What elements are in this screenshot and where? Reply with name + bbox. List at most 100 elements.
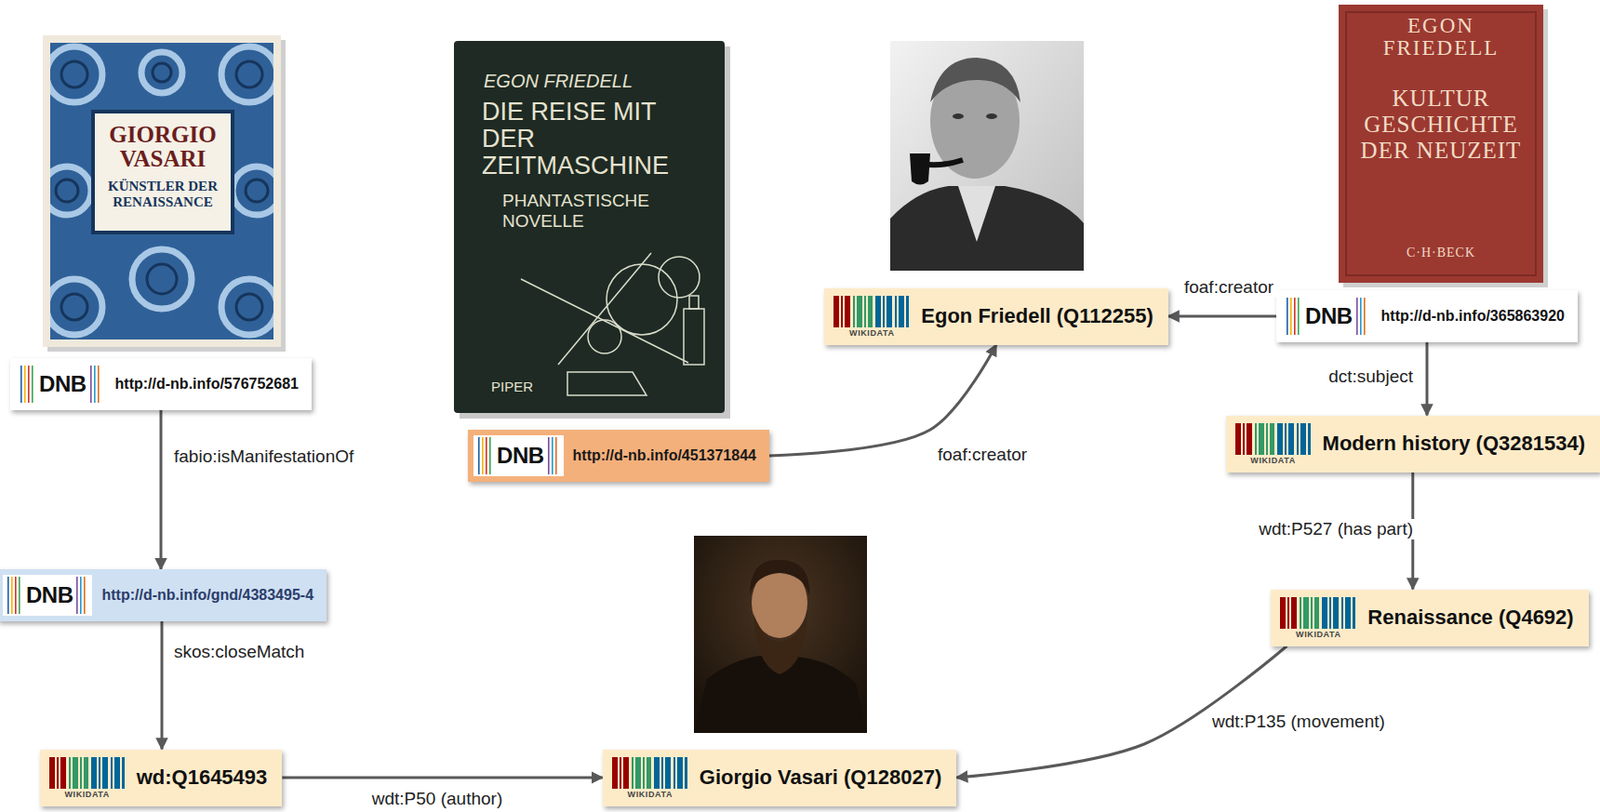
logo-bar bbox=[1341, 597, 1344, 629]
logo-bar bbox=[867, 295, 873, 328]
logo-bar bbox=[1235, 423, 1241, 455]
zeitmaschine-book-cover-part-part bbox=[520, 279, 689, 363]
vasari-book-cover-part-part bbox=[55, 61, 268, 320]
logo-stripe bbox=[485, 437, 488, 475]
logo-bar bbox=[1310, 597, 1313, 629]
logo-stripes bbox=[1285, 297, 1303, 335]
kulturgeschichte-book-cover bbox=[1338, 4, 1548, 288]
logo-stripe bbox=[1360, 297, 1362, 335]
logo-stripe bbox=[478, 437, 480, 475]
logo-stripe bbox=[1356, 297, 1359, 335]
logo-bar bbox=[673, 757, 676, 789]
cover-text: GIORGIO VASARI bbox=[94, 122, 231, 173]
logo-bar bbox=[882, 295, 885, 328]
vasari-book-cover-part-part-part bbox=[61, 293, 88, 320]
zeitmaschine-book-cover-part bbox=[453, 40, 725, 414]
egon-friedell-portrait-part bbox=[952, 113, 964, 120]
logo-bar bbox=[1277, 423, 1283, 455]
dnb-logo: DNB bbox=[473, 435, 564, 477]
logo-bar bbox=[1296, 423, 1299, 455]
vasari-book-cover bbox=[42, 35, 286, 352]
vasari-book-cover-part-part-part bbox=[232, 166, 274, 215]
logo-bar bbox=[1284, 423, 1287, 455]
logo-bar bbox=[1288, 423, 1294, 455]
vasari-book-cover-part-part-part bbox=[236, 293, 263, 320]
logo-bar bbox=[906, 295, 909, 328]
vasari-book-cover-part-part-part bbox=[50, 279, 103, 335]
node-label: Modern history (Q3281534) bbox=[1322, 431, 1586, 456]
logo-barcode bbox=[1235, 423, 1312, 455]
node-label: Egon Friedell (Q112255) bbox=[920, 304, 1153, 329]
logo-stripe bbox=[551, 437, 554, 475]
logo-barcode bbox=[833, 295, 910, 328]
logo-bar bbox=[98, 757, 101, 789]
logo-text: DNB bbox=[1305, 303, 1353, 330]
logo-bar bbox=[60, 757, 67, 789]
giorgio-vasari-portrait-part bbox=[749, 560, 810, 596]
logo-stripes bbox=[19, 365, 37, 403]
logo-bar bbox=[898, 295, 905, 328]
logo-stripe bbox=[489, 437, 492, 475]
logo-bar bbox=[1242, 423, 1245, 455]
logo-bar bbox=[642, 757, 645, 789]
logo-stripes bbox=[75, 576, 89, 614]
edge-label: foaf:creator bbox=[934, 444, 1030, 466]
logo-bar bbox=[1321, 597, 1328, 629]
dnb-logo: DNB bbox=[1281, 295, 1373, 337]
logo-bar bbox=[833, 295, 840, 328]
logo-bar bbox=[677, 757, 683, 789]
node-label: wd:Q1645493 bbox=[136, 765, 268, 790]
logo-bar bbox=[1333, 597, 1339, 629]
logo-bar bbox=[619, 757, 622, 789]
logo-stripe bbox=[1297, 297, 1300, 335]
logo-stripe bbox=[97, 365, 100, 403]
connector-arrow bbox=[281, 776, 602, 780]
zeitmaschine-book-cover-part-part bbox=[606, 264, 678, 335]
node-label: http://d-nb.info/gnd/4383495-4 bbox=[101, 586, 314, 604]
logo-stripe bbox=[18, 576, 21, 614]
logo-bar bbox=[1329, 597, 1332, 629]
logo-stripes bbox=[546, 437, 560, 475]
logo-bar bbox=[886, 295, 893, 328]
vasari-book-cover-part-part-part bbox=[245, 179, 268, 202]
logo-bar bbox=[635, 757, 641, 789]
wikidata-item-box: WIKIDATAModern history (Q3281534) bbox=[1226, 415, 1600, 473]
wikidata-logo: WIKIDATA bbox=[1280, 597, 1357, 640]
logo-barcode bbox=[612, 757, 689, 789]
logo-barcode bbox=[49, 757, 126, 789]
logo-stripe bbox=[555, 437, 558, 475]
vasari-book-cover-part bbox=[50, 42, 274, 340]
logo-bar bbox=[80, 757, 82, 789]
logo-stripe bbox=[11, 576, 14, 614]
wikidata-logo: WIKIDATA bbox=[49, 757, 126, 800]
logo-stripe bbox=[90, 365, 93, 403]
zeitmaschine-book-cover-part-part bbox=[683, 308, 705, 365]
logo-stripe bbox=[83, 576, 86, 614]
logo-bar bbox=[1299, 597, 1302, 629]
logo-bar bbox=[49, 757, 55, 789]
connector-arrow bbox=[1168, 315, 1277, 319]
vasari-book-cover-part-part-part bbox=[141, 52, 183, 94]
logo-bar bbox=[1280, 597, 1286, 629]
vasari-book-cover-part-part-part bbox=[132, 249, 192, 309]
logo-text: WIKIDATA bbox=[849, 328, 894, 338]
edge-label: wdt:P135 (movement) bbox=[1209, 711, 1388, 733]
logo-bar bbox=[653, 757, 660, 789]
logo-stripes bbox=[1355, 297, 1369, 335]
logo-bar bbox=[864, 295, 867, 328]
logo-bar bbox=[68, 757, 71, 789]
edge-label: wdt:P527 (has part) bbox=[1255, 519, 1416, 540]
node-label: http://d-nb.info/451371844 bbox=[573, 447, 757, 465]
logo-bar bbox=[72, 757, 79, 789]
logo-stripe bbox=[1290, 297, 1293, 335]
dnb-record-box: DNBhttp://d-nb.info/576752681 bbox=[10, 358, 312, 411]
logo-stripe bbox=[31, 365, 34, 403]
logo-bar bbox=[853, 295, 855, 328]
connector-arrow bbox=[160, 621, 164, 750]
logo-stripe bbox=[1293, 297, 1296, 335]
dnb-logo: DNB bbox=[15, 363, 107, 405]
vasari-book-cover-part-part bbox=[50, 46, 274, 335]
kulturgeschichte-book-cover-part bbox=[1338, 4, 1544, 283]
logo-bar bbox=[684, 757, 688, 789]
